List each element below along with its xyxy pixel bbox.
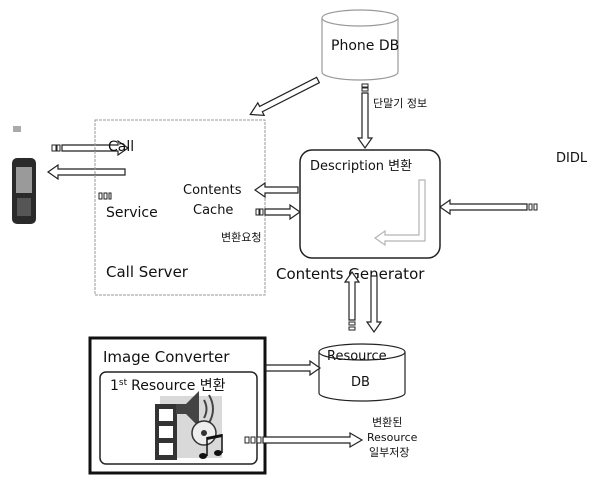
mobile-phone-icon bbox=[12, 158, 36, 224]
arrow-tail bbox=[362, 84, 368, 87]
converted-note-line3: 일부저장 bbox=[369, 445, 409, 459]
arrow-shape bbox=[247, 74, 321, 121]
service-label: Service bbox=[106, 205, 158, 221]
phone-db-label: Phone DB bbox=[331, 38, 399, 54]
arrow-shape bbox=[440, 200, 527, 214]
contents-generator-to-cache-arrow bbox=[255, 183, 298, 197]
converted-note-line1: 변환된 bbox=[372, 416, 402, 429]
image-converter-to-resource-db-arrow bbox=[266, 361, 320, 375]
contents-cache-line2: Cache bbox=[193, 203, 233, 218]
arrow-tail bbox=[245, 437, 249, 443]
resource-step-number: 1 bbox=[110, 378, 119, 394]
phone-db-cylinder: Phone DB bbox=[322, 10, 399, 80]
arrow-tail bbox=[52, 145, 56, 151]
cache-to-contents-generator-arrow bbox=[256, 205, 300, 219]
terminal-info-label: 단말기 정보 bbox=[373, 97, 427, 110]
arrow-tail bbox=[251, 437, 255, 443]
arrow-tail bbox=[349, 327, 355, 330]
arrow-tail bbox=[534, 204, 537, 210]
arrow-tail bbox=[99, 193, 102, 199]
conversion-request-label: 변환요청 bbox=[221, 231, 261, 244]
arrow-tail bbox=[104, 193, 107, 199]
phone-db-top bbox=[322, 10, 398, 26]
call-server-title: Call Server bbox=[106, 263, 189, 281]
phone-db-to-contents-generator-arrow bbox=[358, 84, 372, 148]
didl-label: DIDL bbox=[556, 151, 588, 166]
image-converter-title: Image Converter bbox=[103, 348, 230, 366]
call-label: Call bbox=[108, 139, 134, 155]
arrow-shape bbox=[265, 205, 300, 219]
converted-note-line2: Resource bbox=[367, 431, 418, 444]
didl-to-contents-generator-arrow bbox=[440, 200, 537, 214]
call-server-box: Call Service Contents Cache Call Server bbox=[95, 120, 265, 295]
arrow-shape bbox=[345, 272, 359, 320]
resource-db-label-line1: Resource bbox=[327, 349, 387, 364]
arrow-tail bbox=[260, 209, 263, 215]
call-server-to-phone-arrow bbox=[48, 165, 125, 179]
resource-step-suffix: st bbox=[119, 378, 128, 388]
arrow-tail bbox=[349, 322, 355, 325]
converted-resource-note: 변환된 Resource 일부저장 bbox=[367, 416, 418, 459]
resource-db-to-contents-generator-arrow bbox=[345, 272, 359, 330]
arrow-tail bbox=[109, 193, 111, 199]
arrow-shape bbox=[266, 361, 320, 375]
arrow-shape bbox=[367, 276, 381, 332]
film-strip-icon bbox=[155, 404, 177, 460]
description-conversion-label: Description 변환 bbox=[310, 159, 412, 174]
arrow-tail bbox=[57, 145, 60, 151]
antenna-icon bbox=[13, 126, 21, 132]
arrow-shape bbox=[263, 433, 362, 447]
arrow-shape bbox=[255, 183, 298, 197]
arrow-shape bbox=[48, 165, 125, 179]
resource-step-label: Resource 변환 bbox=[131, 378, 226, 394]
contents-generator-to-resource-db-arrow bbox=[367, 276, 381, 332]
arrow-shape bbox=[358, 93, 372, 148]
resource-db-label-line2: DB bbox=[351, 375, 370, 390]
disc-icon bbox=[192, 421, 216, 445]
contents-generator-box: Description 변환 bbox=[300, 150, 440, 258]
phone-db-to-call-server-arrow bbox=[247, 74, 321, 121]
arrow-tail bbox=[256, 209, 259, 215]
arrow-tail bbox=[529, 204, 532, 210]
arrow-tail bbox=[257, 437, 261, 443]
resource-db-cylinder: Resource DB bbox=[319, 344, 405, 401]
service-arrow-tail bbox=[99, 193, 111, 199]
arrow-tail bbox=[362, 88, 368, 91]
contents-cache-line1: Contents bbox=[183, 183, 242, 198]
